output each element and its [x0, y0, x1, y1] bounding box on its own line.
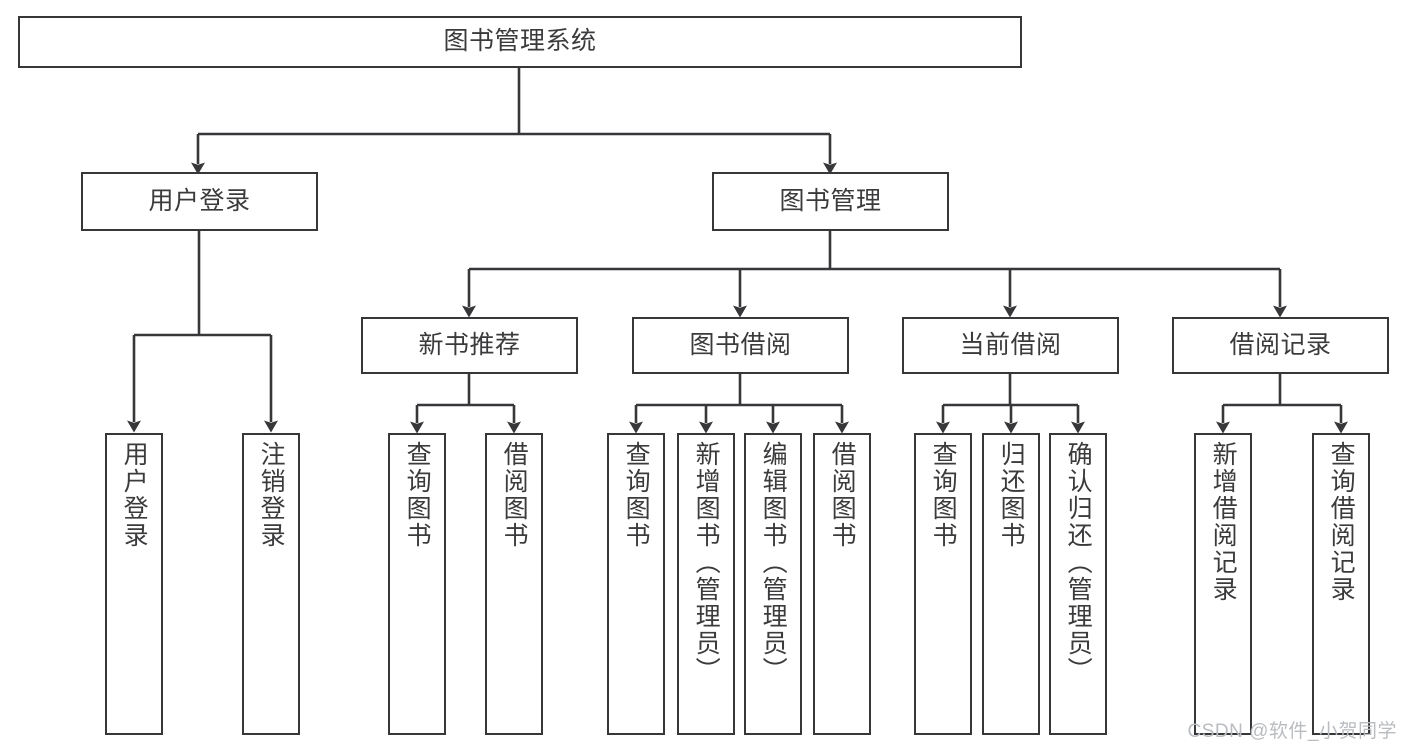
leaf-user-login-1[interactable]: 用户登录: [105, 433, 163, 735]
leaf-book-borrow-2-label: 新增图书（管理员）: [692, 441, 721, 684]
leaf-new-book-2-label: 借阅图书: [500, 441, 529, 549]
leaf-current-borrow-2-label: 归还图书: [997, 441, 1026, 549]
leaf-current-borrow-2[interactable]: 归还图书: [982, 433, 1040, 735]
leaf-current-borrow-1[interactable]: 查询图书: [914, 433, 972, 735]
leaf-borrow-record-2[interactable]: 查询借阅记录: [1312, 433, 1370, 735]
node-book-borrow[interactable]: 图书借阅: [632, 317, 849, 374]
leaf-book-borrow-3[interactable]: 编辑图书（管理员）: [744, 433, 802, 735]
node-current-borrow[interactable]: 当前借阅: [902, 317, 1119, 374]
node-borrow-record-label: 借阅记录: [1229, 330, 1332, 359]
node-book-manage[interactable]: 图书管理: [712, 172, 949, 231]
node-current-borrow-label: 当前借阅: [959, 330, 1062, 359]
node-new-book-recommend-label: 新书推荐: [418, 330, 521, 359]
leaf-current-borrow-3-label: 确认归还（管理员）: [1064, 441, 1093, 684]
node-borrow-record[interactable]: 借阅记录: [1172, 317, 1389, 374]
leaf-book-borrow-4-label: 借阅图书: [828, 441, 857, 549]
leaf-new-book-2[interactable]: 借阅图书: [485, 433, 543, 735]
leaf-user-login-1-label: 用户登录: [120, 441, 149, 549]
node-book-borrow-label: 图书借阅: [689, 330, 792, 359]
node-user-login[interactable]: 用户登录: [81, 172, 318, 231]
leaf-book-borrow-2[interactable]: 新增图书（管理员）: [677, 433, 735, 735]
node-root-label: 图书管理系统: [443, 27, 597, 56]
node-new-book-recommend[interactable]: 新书推荐: [361, 317, 578, 374]
leaf-new-book-1[interactable]: 查询图书: [388, 433, 446, 735]
leaf-user-login-2-label: 注销登录: [257, 441, 286, 549]
node-root[interactable]: 图书管理系统: [18, 16, 1022, 68]
leaf-book-borrow-3-label: 编辑图书（管理员）: [759, 441, 788, 684]
leaf-book-borrow-1-label: 查询图书: [622, 441, 651, 549]
leaf-borrow-record-1-label: 新增借阅记录: [1209, 441, 1238, 603]
leaf-new-book-1-label: 查询图书: [403, 441, 432, 549]
leaf-current-borrow-3[interactable]: 确认归还（管理员）: [1049, 433, 1107, 735]
node-user-login-label: 用户登录: [148, 186, 251, 215]
leaf-borrow-record-1[interactable]: 新增借阅记录: [1194, 433, 1252, 735]
node-book-manage-label: 图书管理: [779, 186, 882, 215]
leaf-book-borrow-1[interactable]: 查询图书: [607, 433, 665, 735]
leaf-borrow-record-2-label: 查询借阅记录: [1327, 441, 1356, 603]
leaf-book-borrow-4[interactable]: 借阅图书: [813, 433, 871, 735]
leaf-current-borrow-1-label: 查询图书: [929, 441, 958, 549]
leaf-user-login-2[interactable]: 注销登录: [242, 433, 300, 735]
